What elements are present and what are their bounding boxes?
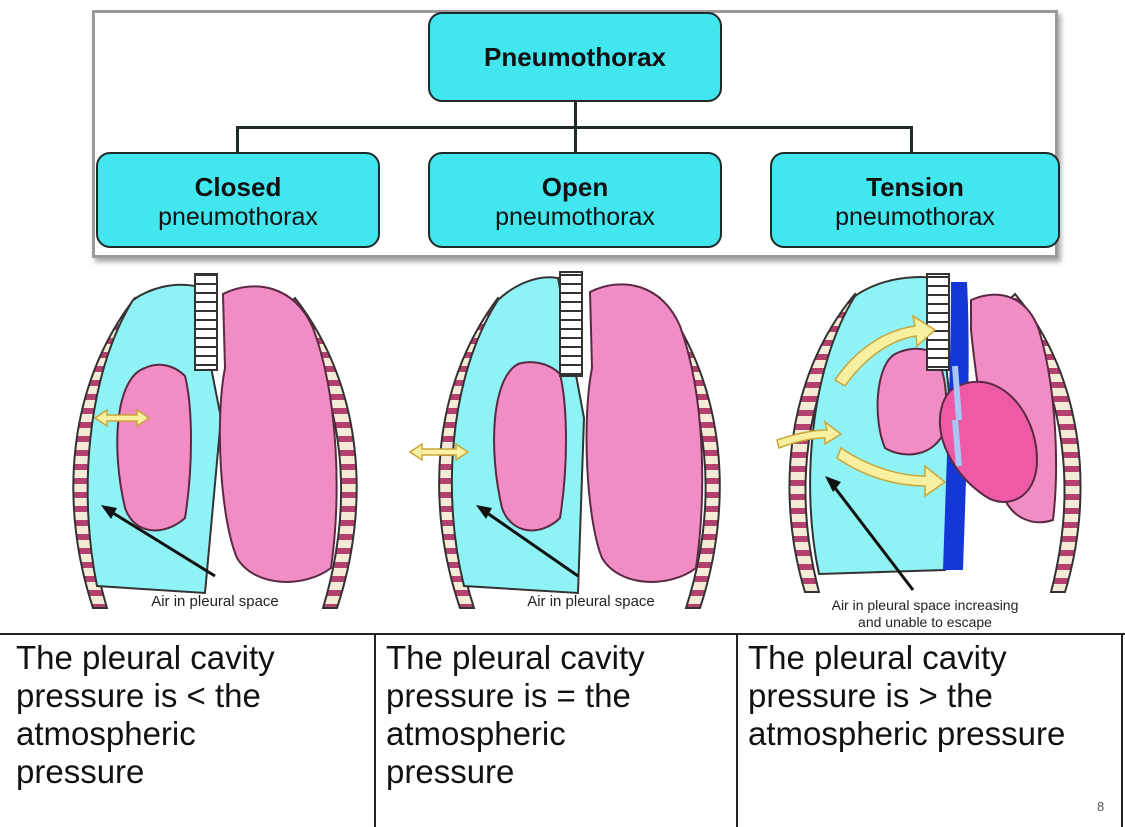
table-top-border — [0, 633, 1125, 635]
node-open: Open pneumothorax — [428, 152, 722, 248]
page-number: 8 — [1097, 799, 1104, 814]
tension-pneumothorax-illustration — [775, 270, 1095, 600]
root-node: Pneumothorax — [428, 12, 722, 102]
trachea — [195, 274, 217, 370]
trachea — [560, 272, 582, 376]
open-caption: Air in pleural space — [466, 593, 716, 611]
open-description: The pleural cavity pressure is = the atm… — [386, 639, 732, 791]
node-open-subtitle: pneumothorax — [430, 202, 720, 232]
collapsed-left-lung — [117, 365, 191, 531]
right-lung — [587, 284, 703, 582]
closed-pneumothorax-illustration — [55, 268, 375, 618]
tension-caption: Air in pleural space increasing and unab… — [770, 597, 1080, 631]
connector-right — [910, 126, 913, 153]
node-tension-title: Tension — [772, 172, 1058, 202]
closed-description: The pleural cavity pressure is < the atm… — [16, 639, 368, 791]
closed-caption: Air in pleural space — [90, 593, 340, 611]
connector-root-stem — [574, 102, 577, 128]
connector-middle — [574, 126, 577, 153]
node-tension-subtitle: pneumothorax — [772, 202, 1058, 232]
node-closed: Closed pneumothorax — [96, 152, 380, 248]
collapsed-left-lung — [494, 362, 566, 530]
open-wound-arrow — [410, 444, 468, 460]
node-closed-subtitle: pneumothorax — [98, 202, 378, 232]
node-open-title: Open — [430, 172, 720, 202]
table-divider-left — [374, 633, 376, 827]
node-closed-title: Closed — [98, 172, 378, 202]
tension-description: The pleural cavity pressure is > the atm… — [748, 639, 1120, 753]
connector-left — [236, 126, 239, 153]
node-tension: Tension pneumothorax — [770, 152, 1060, 248]
root-node-label: Pneumothorax — [430, 42, 720, 72]
right-lung — [220, 286, 337, 582]
table-divider-right — [736, 633, 738, 827]
table-outer-right — [1121, 633, 1123, 827]
open-pneumothorax-illustration — [408, 268, 738, 618]
trachea — [927, 274, 949, 370]
pressure-table: The pleural cavity pressure is < the atm… — [0, 633, 1125, 827]
